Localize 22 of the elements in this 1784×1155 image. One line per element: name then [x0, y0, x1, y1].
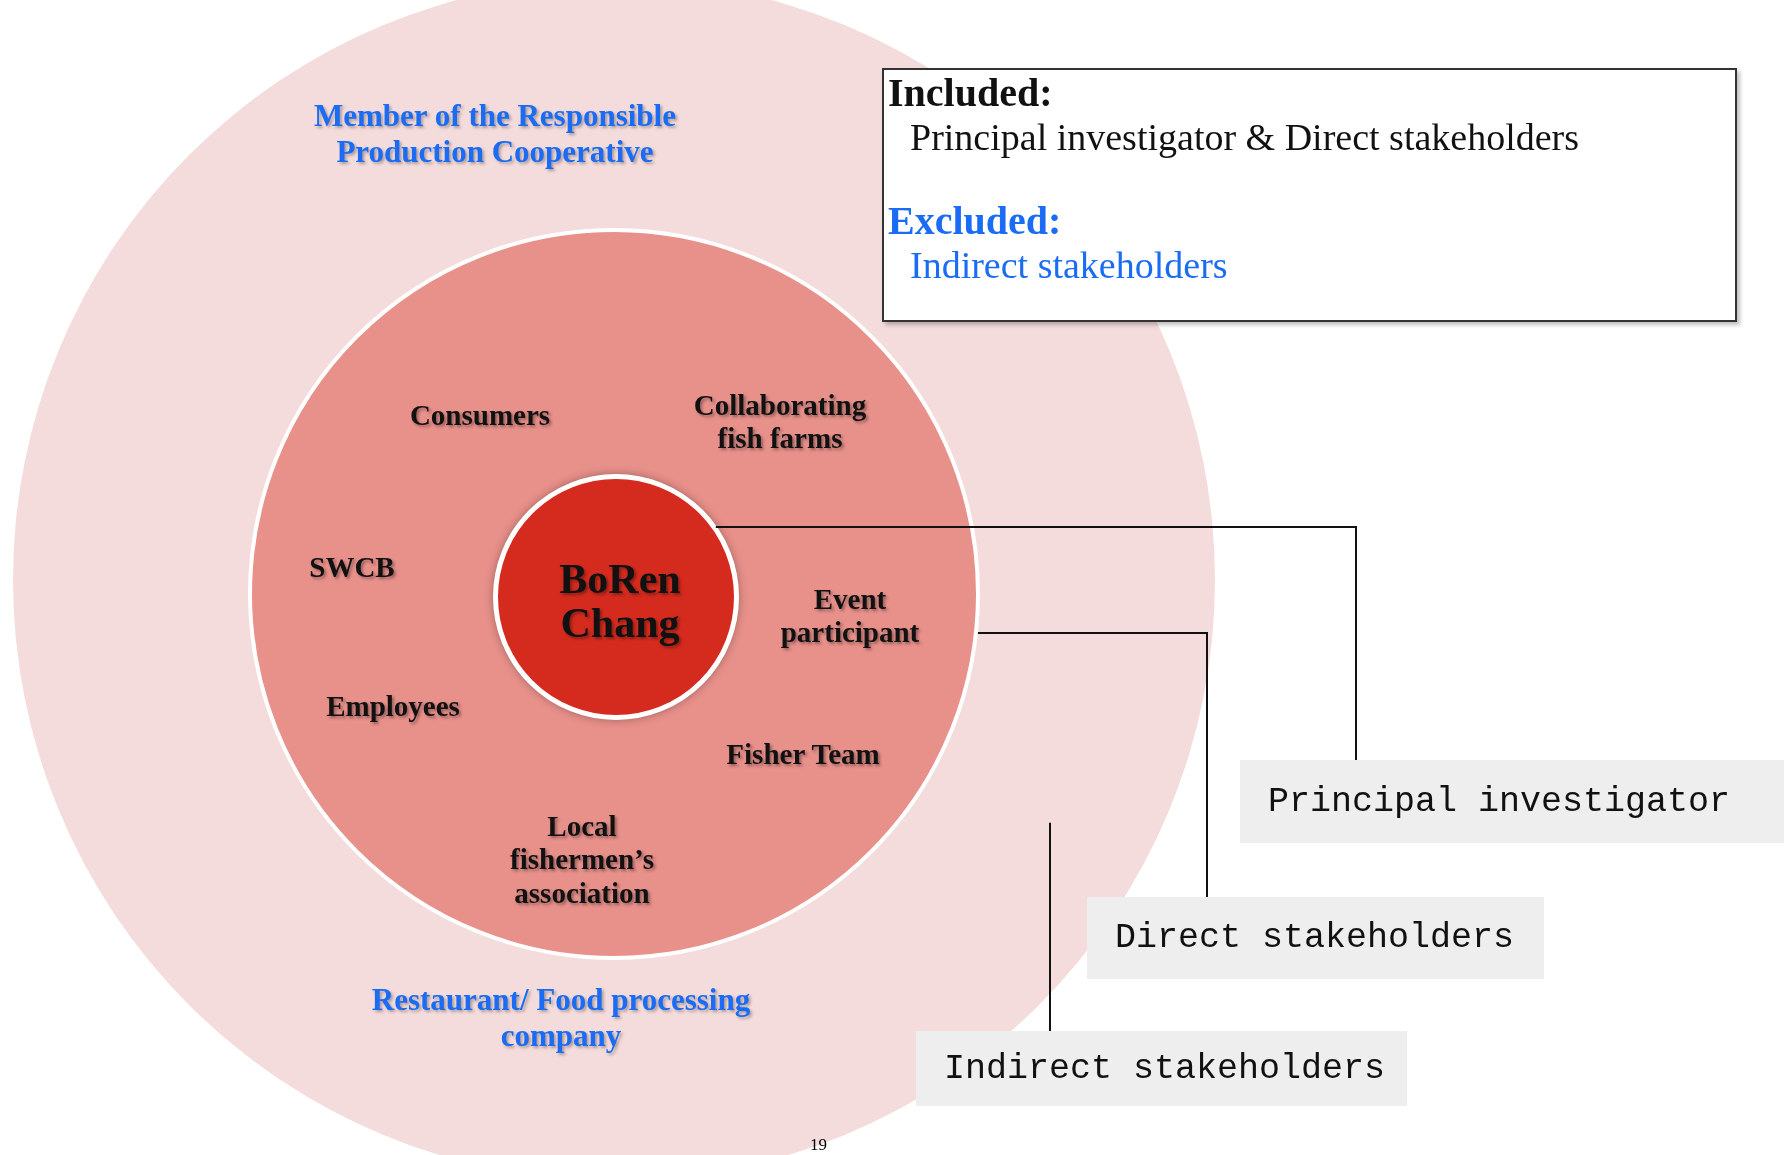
stakeholder-label: Local fishermen’s association: [509, 810, 655, 910]
leader-line: [1049, 821, 1051, 1032]
leader-line: [714, 526, 1357, 761]
group-label: Restaurant/ Food processing company: [370, 982, 752, 1054]
person-name: BoRen Chang: [558, 556, 682, 646]
group-label: Member of the Responsible Production Cooperative: [313, 98, 677, 170]
stakeholder-label: Consumers: [408, 399, 552, 433]
stakeholder-label: Collaborating fish farms: [692, 388, 868, 456]
stakeholder-label: SWCB: [308, 551, 396, 585]
category-label: Direct stakeholders: [1087, 897, 1544, 979]
legend-heading: Excluded:: [888, 197, 1062, 244]
category-label: Indirect stakeholders: [916, 1031, 1407, 1106]
legend-text: Indirect stakeholders: [909, 243, 1228, 288]
legend-heading: Included:: [888, 70, 1053, 116]
stakeholder-label: Employees: [325, 690, 461, 724]
legend-box: [882, 68, 1737, 322]
stakeholder-label: Event participant: [779, 582, 921, 650]
legend-text: Principal investigator & Direct stakeholders: [909, 116, 1580, 160]
leader-line: [976, 632, 1208, 898]
stakeholder-label: Fisher Team: [725, 738, 881, 772]
page-number: 19: [810, 1135, 827, 1155]
category-label: Principal investigator: [1240, 760, 1784, 843]
